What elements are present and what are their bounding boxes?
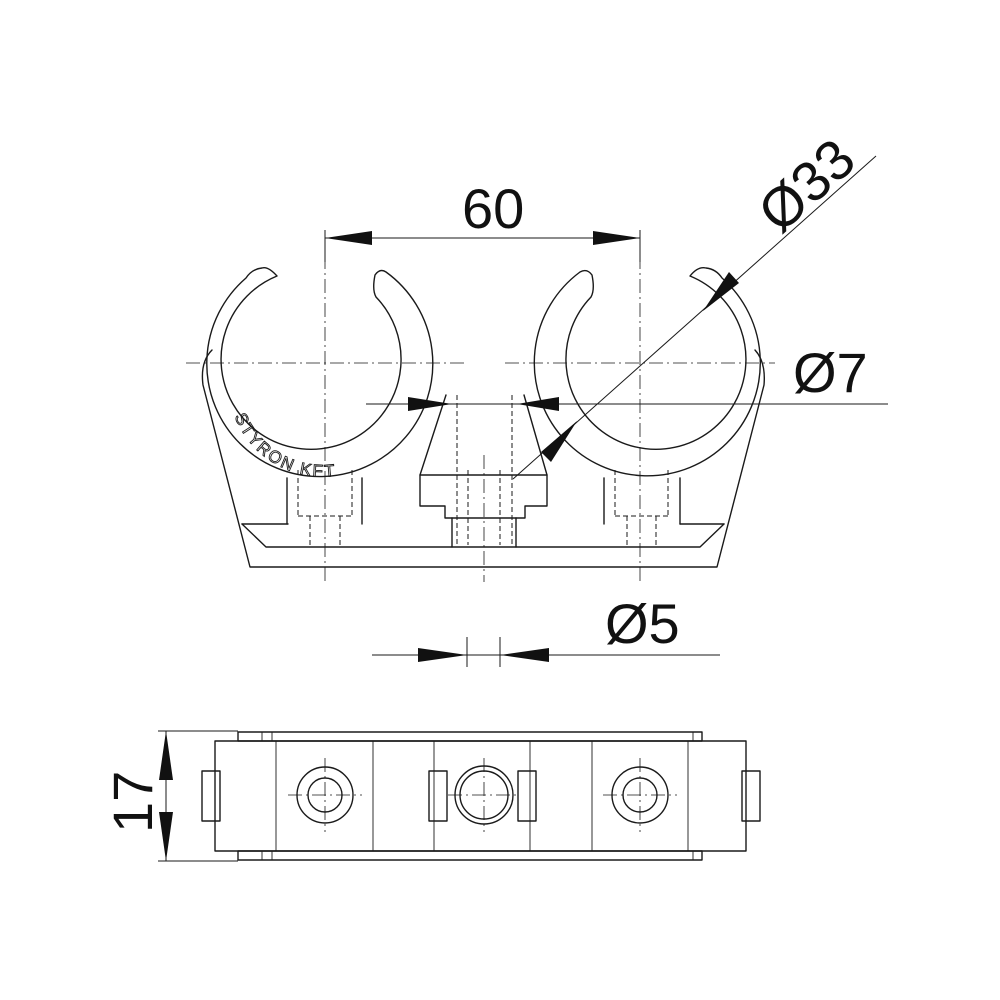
clip-base-inner [241,523,725,548]
left-tab [201,770,221,822]
dimension-diameter-5: Ø5 [372,592,720,667]
center-left-tab [428,770,448,822]
top-rail [237,731,703,742]
center-support [419,394,548,519]
top-view-body [214,740,747,852]
dimension-60-label: 60 [462,177,524,240]
dimension-diameter-33-label: Ø33 [746,126,867,244]
front-view: STYRON KFT [186,255,775,582]
dimension-diameter-5-label: Ø5 [605,592,680,655]
center-hole-hidden [456,395,513,545]
left-clip-ring [206,266,434,478]
dimension-diameter-7-label: Ø7 [793,341,868,404]
dimension-17-label: 17 [101,771,164,833]
clip-base-outline [201,349,765,568]
bottom-rail [237,850,703,861]
left-leg [286,470,363,545]
center-hole [448,758,520,832]
right-clip-ring [533,266,761,477]
dimension-diameter-7: Ø7 [366,341,888,411]
dimension-17: 17 [101,730,238,862]
right-leg [603,470,681,545]
dimension-60: 60 [324,177,641,262]
top-view [201,731,761,861]
center-lines [186,255,775,582]
left-hole [288,758,362,832]
dimension-diameter-33: Ø33 [512,126,877,480]
right-hole [603,758,677,832]
center-right-tab [517,770,537,822]
right-tab [741,770,761,822]
